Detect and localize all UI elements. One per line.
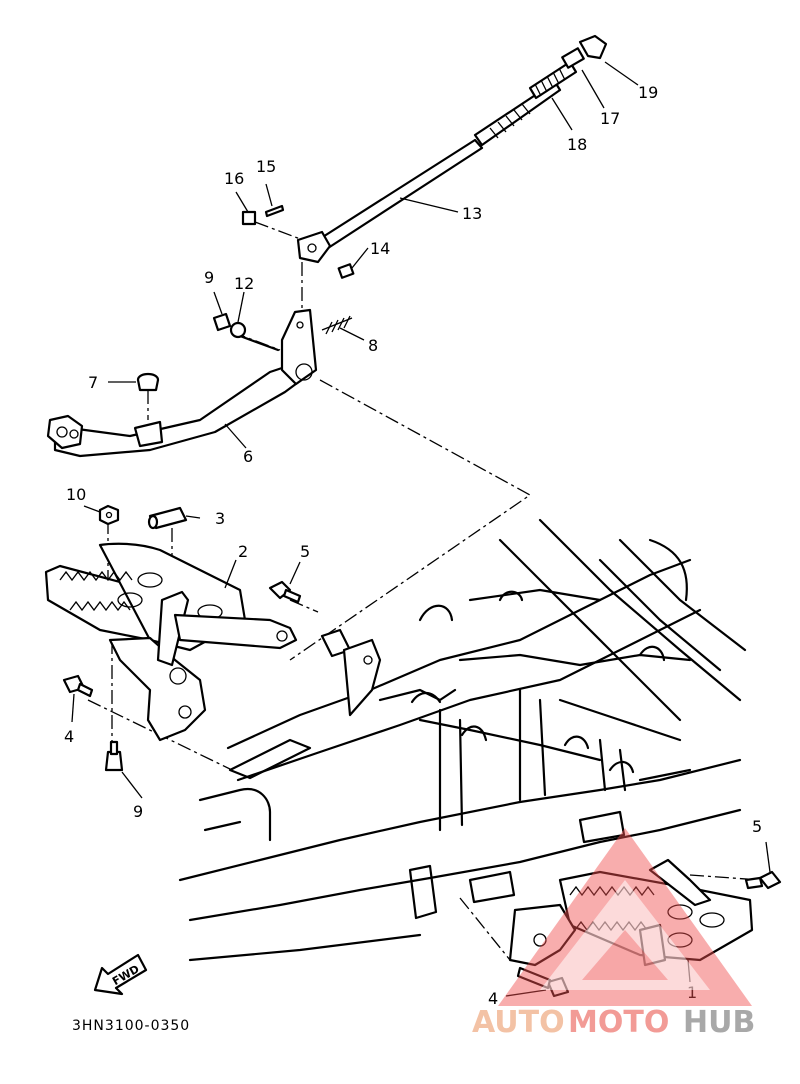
callout-19: 19 <box>638 83 658 102</box>
callout-16: 16 <box>224 169 244 188</box>
callout-11: 10 <box>66 485 86 504</box>
collar-end <box>147 514 159 530</box>
callout-5-left: 5 <box>300 542 310 561</box>
diagram-part-number: 3HN3100-0350 <box>72 1018 190 1034</box>
callout-1: 1 <box>687 983 697 1002</box>
right-footrest <box>508 858 754 967</box>
callout-8: 8 <box>368 336 378 355</box>
washer <box>229 321 247 339</box>
bolt-5-right <box>744 870 782 890</box>
nut-11 <box>98 504 120 526</box>
rod-joint <box>578 34 608 60</box>
bolt-4-left <box>62 674 94 698</box>
callout-3: 3 <box>215 509 225 528</box>
callout-leaders <box>71 61 771 997</box>
callout-7: 7 <box>88 373 98 392</box>
brake-pedal <box>46 308 318 458</box>
rod-bracket <box>296 230 355 279</box>
pedal-pad-knob <box>136 372 160 392</box>
atv-frame <box>178 518 747 962</box>
callout-10: 9 <box>133 802 143 821</box>
return-spring <box>321 315 353 335</box>
callout-4-right: 4 <box>488 989 498 1008</box>
callout-6: 6 <box>243 447 253 466</box>
fwd-arrow: FWD <box>93 953 148 996</box>
callout-numbers: 19 17 18 13 14 8 6 7 9 12 16 15 3 2 5 10… <box>64 83 762 1008</box>
brake-rod <box>316 80 562 252</box>
callout-12: 12 <box>234 274 254 293</box>
nut <box>212 312 232 332</box>
watermark-triangle <box>498 828 752 1006</box>
bolt-10 <box>104 740 124 772</box>
adjusting-nut <box>561 47 585 69</box>
pin-bolt <box>241 210 257 226</box>
callout-15: 15 <box>256 157 276 176</box>
callout-18: 18 <box>567 135 587 154</box>
rod-spring <box>528 60 578 100</box>
callout-13: 13 <box>462 204 482 223</box>
cotter-pin <box>264 204 285 218</box>
bolt-5-left <box>268 580 302 604</box>
watermark-logo: AUTO MOTO HUB <box>472 828 755 1040</box>
watermark-moto: MOTO <box>568 1005 669 1040</box>
callout-2: 2 <box>238 542 248 561</box>
callout-14: 14 <box>370 239 390 258</box>
callout-17: 17 <box>600 109 620 128</box>
callout-9: 9 <box>204 268 214 287</box>
watermark-hub: HUB <box>683 1005 755 1040</box>
callout-5-right: 5 <box>752 817 762 836</box>
watermark-auto: AUTO <box>472 1005 565 1040</box>
frame-mount <box>320 628 382 717</box>
left-footrest <box>44 542 298 742</box>
callout-4-left: 4 <box>64 727 74 746</box>
bolt-4-right <box>516 966 570 998</box>
